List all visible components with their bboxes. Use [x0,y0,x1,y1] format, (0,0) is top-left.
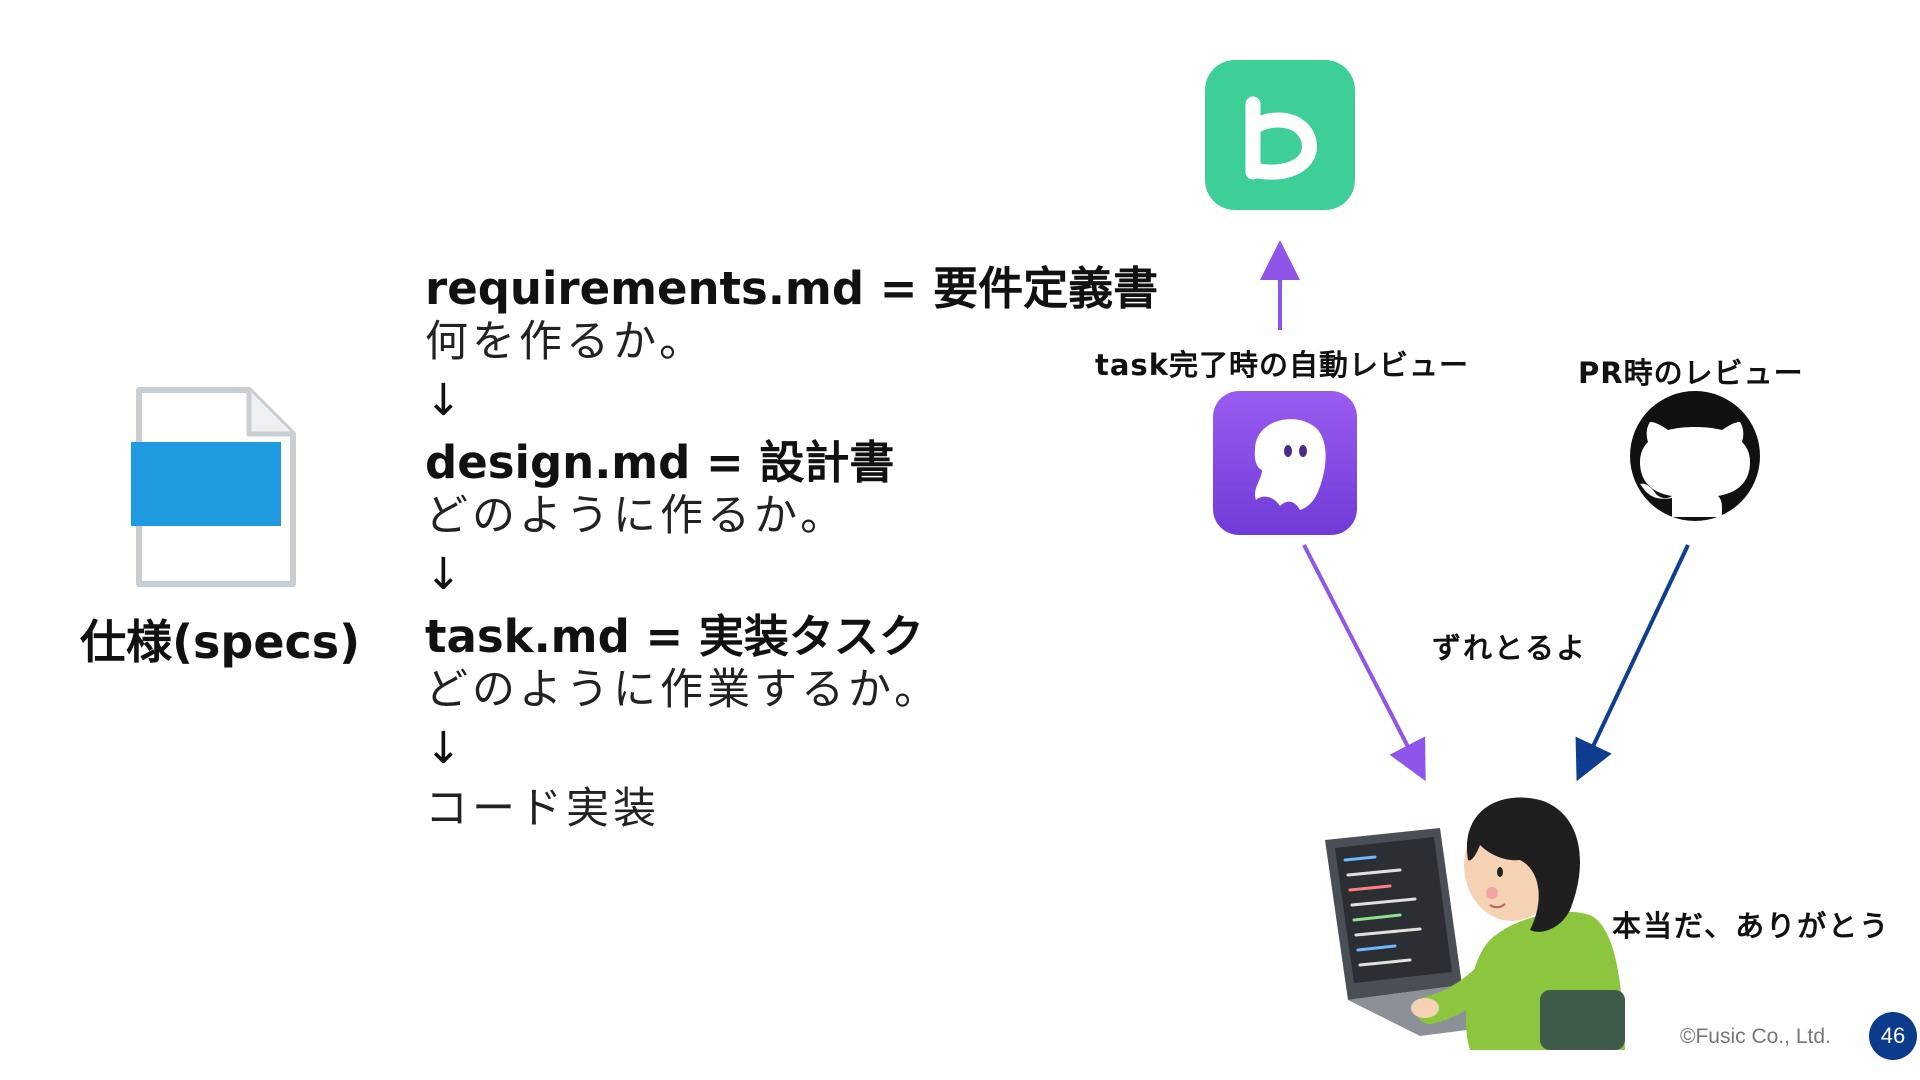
pr-review-label: PR時のレビュー [1578,356,1804,390]
task-title: task.md = 実装タスク [425,610,924,663]
arrow-ghost-to-developer [1302,544,1426,782]
arrow-github-to-developer [1575,544,1690,782]
bolt-app-icon [1205,60,1355,210]
developer-illustration [1325,797,1625,1050]
requirements-desc: 何を作るか。 [425,317,707,367]
flow-arrow-1: ↓ [425,375,462,426]
flow-arrow-2: ↓ [425,549,462,600]
specs-label: 仕様(specs) [80,615,361,669]
developer-reply: 本当だ、ありがとう [1612,909,1891,943]
flow-arrow-3: ↓ [425,723,462,774]
page-number-badge: 46 [1869,1012,1917,1060]
task-desc: どのように作業するか。 [425,665,942,715]
code-desc: コード実装 [425,784,660,834]
github-icon [1630,391,1760,521]
copyright: ©Fusic Co., Ltd. [1680,1025,1831,1048]
design-desc: どのように作るか。 [425,491,848,541]
ghost-app-icon [1213,391,1357,535]
requirements-title: requirements.md = 要件定義書 [425,262,1159,315]
design-title: design.md = 設計書 [425,436,895,489]
task-auto-review-label: task完了時の自動レビュー [1095,348,1469,382]
mismatch-comment: ずれとるよ [1432,631,1588,665]
document-icon [131,387,296,587]
